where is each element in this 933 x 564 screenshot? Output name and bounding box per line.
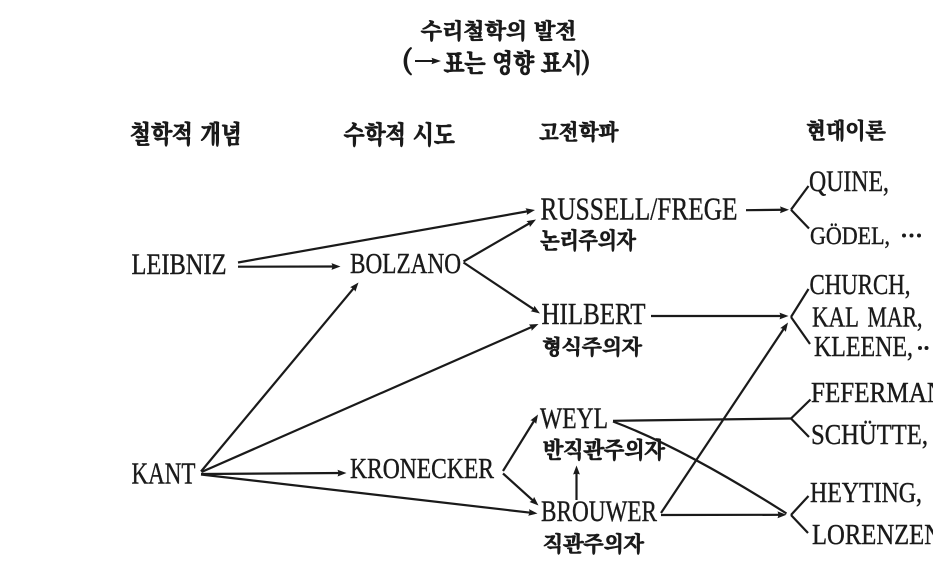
svg-text:KANT: KANT	[132, 456, 196, 491]
svg-text:QUINE,: QUINE,	[809, 166, 889, 198]
svg-text:CHURCH,: CHURCH,	[810, 269, 911, 301]
svg-text:LORENZEN: LORENZEN	[812, 519, 933, 551]
svg-text:BROUWER: BROUWER	[541, 495, 657, 528]
svg-text:MAR,: MAR,	[868, 302, 923, 334]
svg-text:KRONECKER: KRONECKER	[350, 454, 494, 485]
svg-text:LEIBNIZ: LEIBNIZ	[132, 248, 227, 281]
svg-text:BOLZANO: BOLZANO	[350, 249, 461, 280]
svg-text:FEFERMAN: FEFERMAN	[811, 378, 933, 409]
svg-text:WEYL: WEYL	[540, 403, 608, 435]
svg-text:SCHÜTTE,: SCHÜTTE,	[811, 420, 928, 451]
svg-text:HEYTING,: HEYTING,	[810, 478, 922, 509]
svg-text:HILBERT: HILBERT	[542, 297, 646, 331]
svg-text:RUSSELL/FREGE: RUSSELL/FREGE	[541, 191, 738, 227]
svg-text:KAL: KAL	[812, 302, 859, 334]
svg-text:GÖDEL,: GÖDEL,	[810, 221, 890, 250]
svg-text:KLEENE,: KLEENE,	[814, 332, 913, 363]
